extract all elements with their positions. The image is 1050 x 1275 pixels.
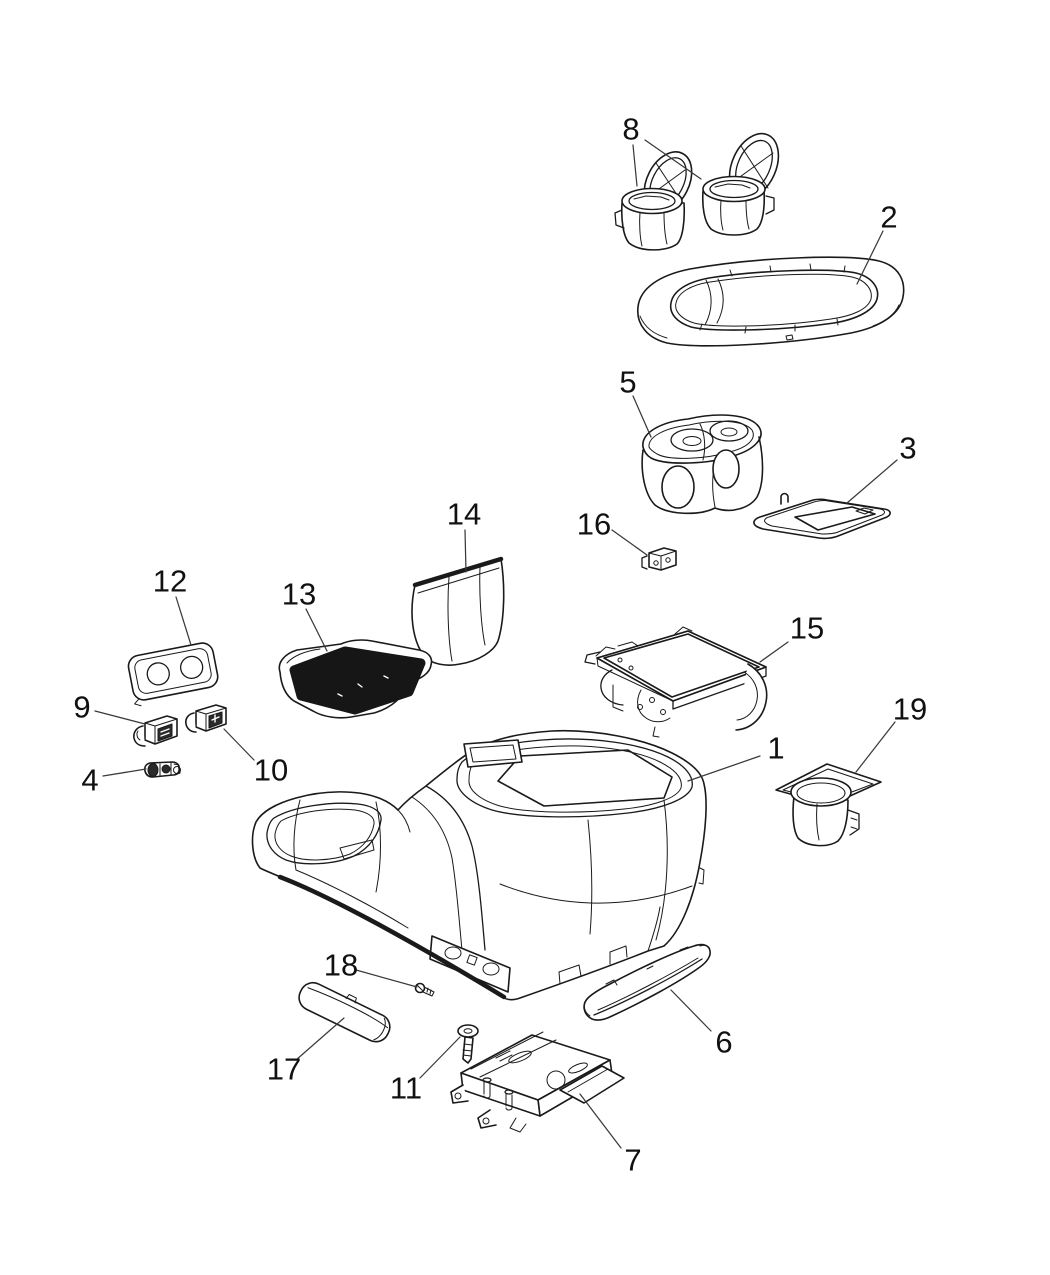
callout-4: 4 (81, 763, 98, 798)
part-5-cupholder-liner-drawing (641, 414, 764, 515)
callout-leader-17 (295, 1017, 345, 1061)
part-11-bolt-drawing (457, 1024, 479, 1064)
callout-leader-16 (611, 529, 648, 556)
part-16-latch-drawing (641, 547, 677, 571)
part-13-console-mat-drawing (278, 639, 433, 719)
callout-5: 5 (619, 365, 636, 400)
callout-leader-4 (102, 768, 147, 777)
callout-leader-13 (305, 608, 328, 652)
callout-leader-6 (670, 989, 712, 1032)
part-2-top-plate-drawing (637, 256, 905, 347)
callout-leader-10 (223, 728, 255, 761)
callout-leader-15 (759, 641, 789, 663)
callout-17: 17 (267, 1052, 301, 1087)
callout-leader-1 (687, 755, 761, 782)
part-18-screw-drawing (414, 982, 435, 997)
callout-leader-3 (846, 459, 898, 504)
callout-2: 2 (880, 200, 897, 235)
callout-leader-5 (632, 395, 652, 438)
callout-15: 15 (790, 611, 824, 646)
callout-leader-9 (94, 710, 146, 725)
callout-leader-19 (855, 721, 896, 773)
part-8-cupholder-pair-drawing (614, 132, 780, 251)
callout-leader-8 (632, 144, 638, 187)
callout-13: 13 (282, 577, 316, 612)
part-10-switch-drawing (185, 704, 227, 733)
callout-9: 9 (73, 690, 90, 725)
part-7-mounting-bracket-drawing (450, 1031, 625, 1133)
callout-7: 7 (624, 1143, 641, 1178)
callout-leader-7 (579, 1093, 622, 1149)
callout-leader-18 (355, 969, 418, 988)
callout-11: 11 (390, 1071, 422, 1106)
callout-3: 3 (899, 431, 916, 466)
part-9-switch-drawing (133, 715, 178, 747)
callout-leader-2 (856, 230, 884, 285)
callout-14: 14 (447, 497, 481, 532)
callout-10: 10 (254, 753, 288, 788)
part-6-rear-trim-drawing (583, 943, 711, 1021)
part-3-tray-drawing (753, 492, 891, 540)
part-12-switch-bezel-drawing (127, 642, 219, 707)
callout-leader-14 (464, 529, 467, 573)
part-19-rear-cupholder-drawing (775, 763, 882, 847)
part-14-bin-liner-drawing (411, 556, 505, 666)
callout-6: 6 (715, 1025, 732, 1060)
part-17-side-trim-drawing (298, 981, 391, 1043)
callout-1: 1 (767, 731, 784, 766)
callout-leader-11 (419, 1036, 461, 1079)
callout-8: 8 (622, 112, 639, 147)
callout-leader-8 (644, 139, 702, 180)
callout-12: 12 (153, 564, 187, 599)
part-15-substructure-drawing (584, 626, 768, 738)
callout-leader-12 (175, 596, 192, 646)
callout-16: 16 (577, 507, 611, 542)
callout-18: 18 (324, 948, 358, 983)
part-1-floor-console-drawing (251, 729, 707, 1001)
callout-19: 19 (893, 692, 927, 727)
part-4-power-outlet-drawing (143, 761, 181, 778)
